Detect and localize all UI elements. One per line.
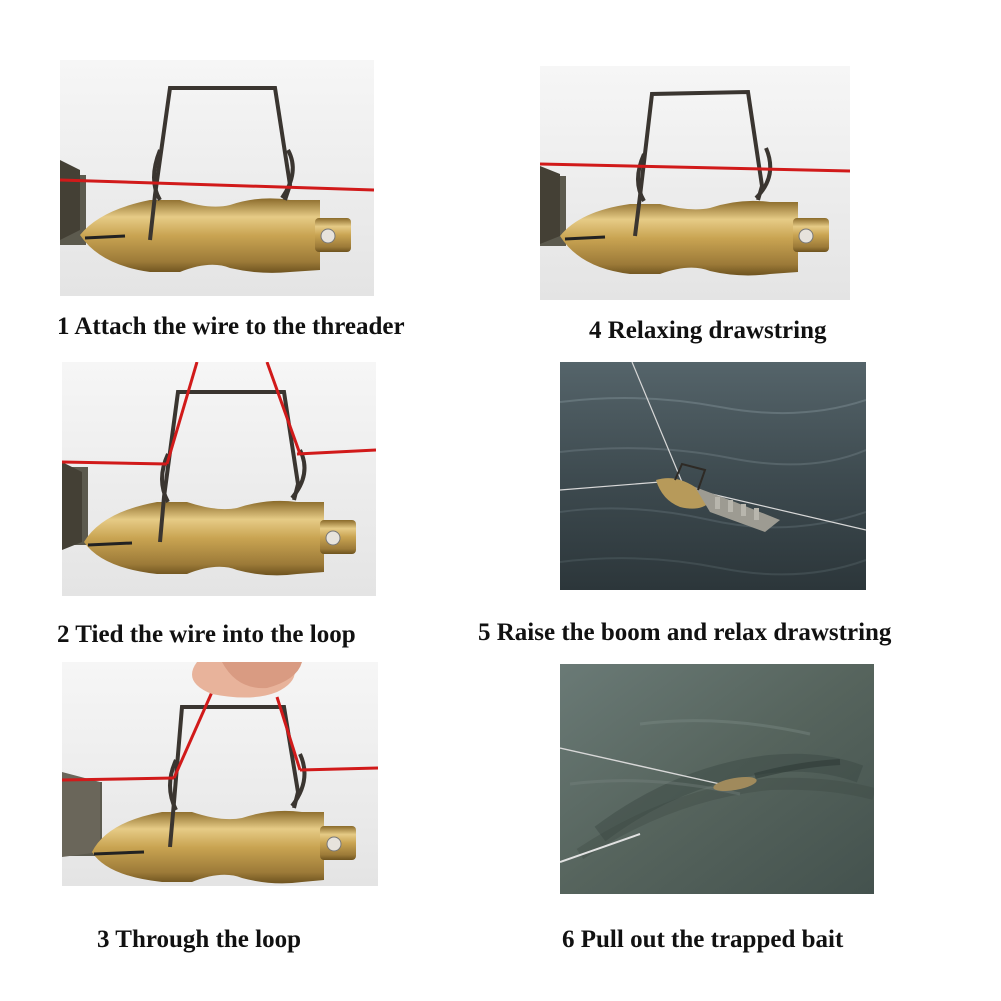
step-4-caption: 4 Relaxing drawstring (589, 317, 827, 344)
step-2-photo (62, 362, 376, 596)
step-5-caption: 5 Raise the boom and relax drawstring (478, 619, 892, 646)
step-5-photo (560, 362, 866, 590)
step-6-caption: 6 Pull out the trapped bait (562, 926, 844, 953)
step-3-caption: 3 Through the loop (97, 926, 302, 953)
step-6-photo (560, 664, 874, 894)
step-1-caption: 1 Attach the wire to the threader (57, 313, 405, 340)
step-2-caption: 2 Tied the wire into the loop (57, 621, 356, 648)
step-3-photo (62, 662, 378, 886)
step-4-photo (540, 66, 850, 300)
step-1-photo (60, 60, 374, 296)
